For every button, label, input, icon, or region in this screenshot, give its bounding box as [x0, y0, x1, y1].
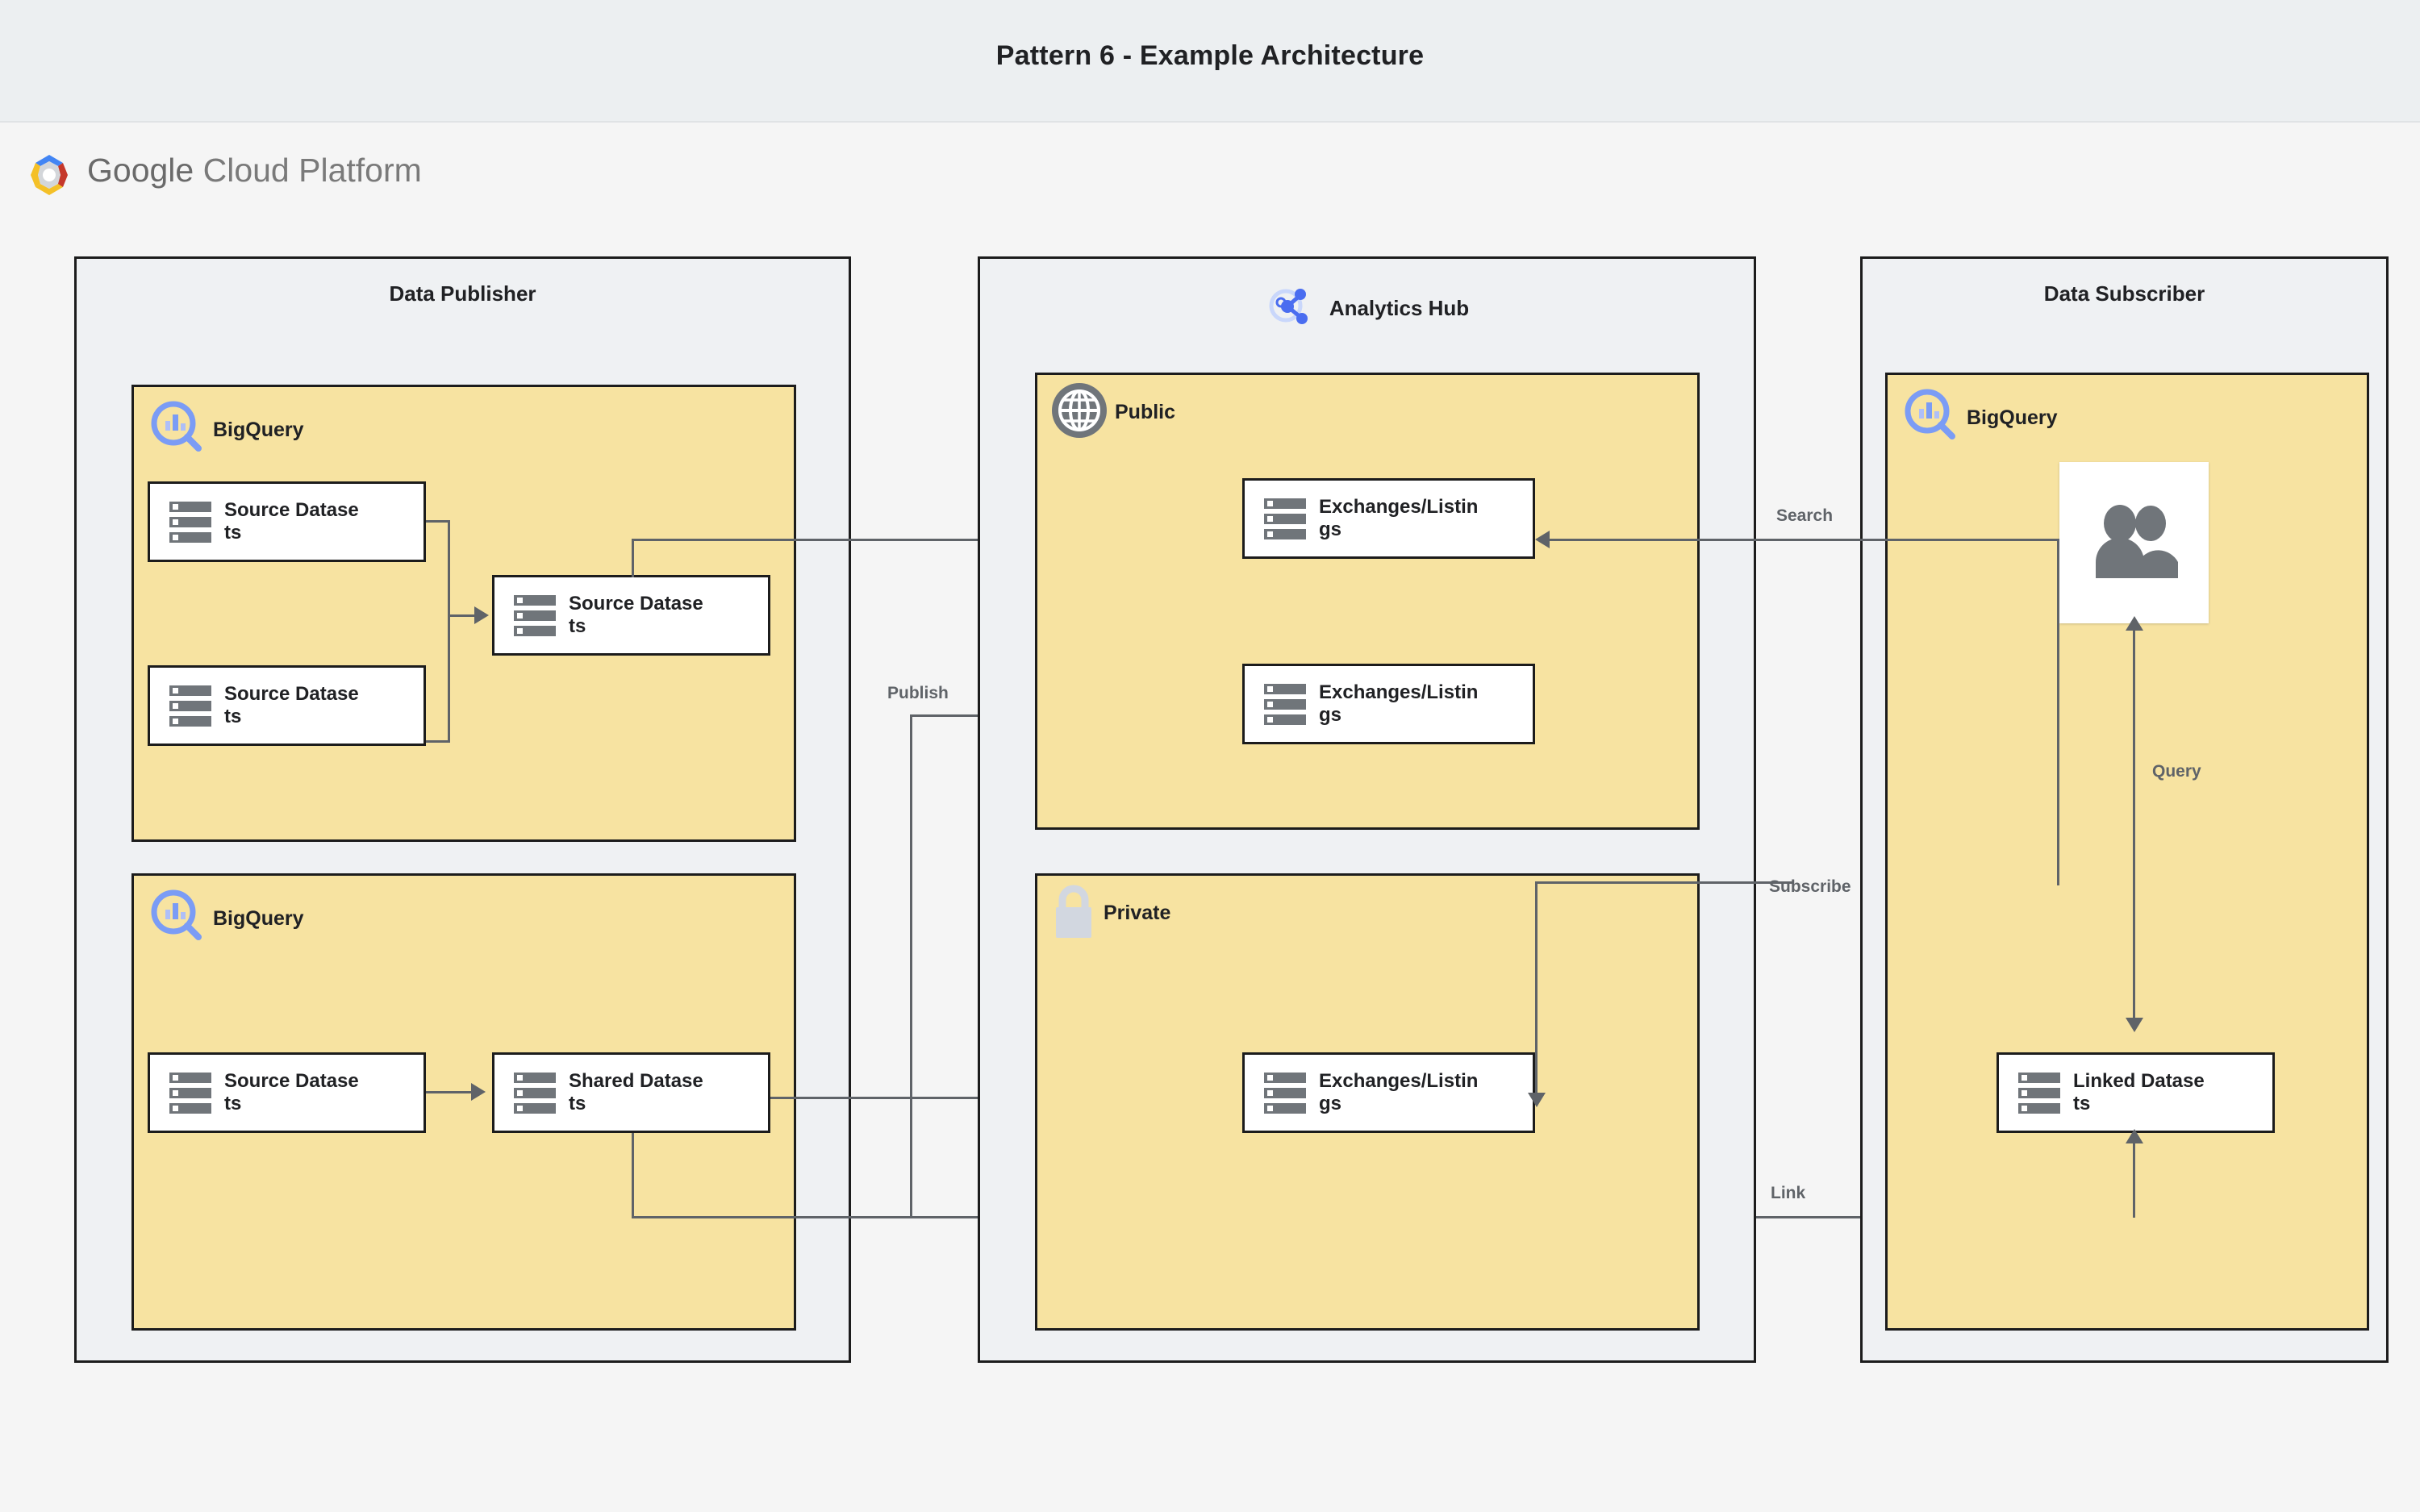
- globe-icon: [1049, 380, 1110, 445]
- node-private-listing-1[interactable]: Exchanges/Listings: [1242, 1052, 1535, 1133]
- panel-label-public: Public: [1115, 401, 1176, 423]
- gcp-logo: Google Cloud Platform: [23, 144, 474, 211]
- analytics-hub-share-icon: [1265, 281, 1315, 335]
- node-label: Source Datasets: [569, 593, 703, 637]
- node-label: Linked Datasets: [2073, 1070, 2205, 1114]
- dataset-icon: [169, 685, 211, 727]
- panel-label-bigquery: BigQuery: [213, 419, 304, 441]
- node-source-datasets-1[interactable]: Source Datasets: [148, 481, 426, 562]
- users-icon: [2086, 504, 2183, 582]
- edge-merge-vertical: [448, 520, 450, 742]
- edge-ds2-out: [426, 740, 450, 743]
- dataset-icon: [169, 501, 211, 543]
- panel-label-bigquery: BigQuery: [213, 907, 304, 930]
- node-source-datasets-2[interactable]: Source Datasets: [148, 665, 426, 746]
- node-label: Shared Datasets: [569, 1070, 703, 1114]
- group-title-label: Analytics Hub: [1329, 296, 1470, 320]
- dataset-icon: [2018, 1072, 2060, 1114]
- edge-query-vertical: [2133, 629, 2135, 1029]
- panel-header-public: Public: [1049, 380, 1175, 445]
- edge-subscribe-down: [1535, 881, 1538, 1101]
- edge-search-horizontal: [1549, 539, 2059, 541]
- arrowhead-link-up: [2126, 1129, 2143, 1143]
- gcp-hexagon-icon: [23, 148, 76, 206]
- edge-search-vertical: [2057, 539, 2059, 885]
- node-shared-datasets[interactable]: Shared Datasets: [492, 1052, 770, 1133]
- arrowhead-query-up: [2126, 616, 2143, 631]
- dataset-icon: [514, 1072, 556, 1114]
- node-public-listing-1[interactable]: Exchanges/Listings: [1242, 478, 1535, 559]
- panel-label-private: Private: [1104, 902, 1171, 924]
- edge-label-link: Link: [1771, 1184, 1806, 1202]
- page-title: Pattern 6 - Example Architecture: [995, 40, 1425, 71]
- edge-publish-vertical: [910, 714, 912, 1218]
- edge-subscribe-horizontal: [1535, 881, 1793, 884]
- edge-label-query: Query: [2152, 762, 2201, 781]
- arrowhead-to-ds3: [474, 606, 489, 624]
- gcp-logo-google: Google: [87, 152, 194, 189]
- panel-header-bigquery: BigQuery: [145, 397, 304, 464]
- panel-header-private: Private: [1049, 882, 1170, 944]
- edge-merge-to-ds3: [448, 614, 476, 617]
- edge-ds1-out: [426, 520, 450, 523]
- node-source-datasets-3[interactable]: Source Datasets: [492, 575, 770, 656]
- group-title-data-publisher: Data Publisher: [389, 281, 536, 306]
- panel-public-exchange: Public: [1035, 373, 1700, 830]
- node-label: Exchanges/Listings: [1319, 496, 1479, 540]
- edge-link-vertical: [2133, 1135, 2135, 1218]
- node-label: Exchanges/Listings: [1319, 1070, 1479, 1114]
- title-bar: Pattern 6 - Example Architecture: [0, 0, 2420, 123]
- arrowhead-private-listing-down: [1528, 1093, 1546, 1107]
- bigquery-icon: [145, 397, 208, 464]
- edge-label-search: Search: [1776, 506, 1834, 525]
- gcp-logo-cloud-platform: Cloud Platform: [194, 152, 422, 189]
- edge-ds3-to-public: [632, 539, 1245, 541]
- node-public-listing-2[interactable]: Exchanges/Listings: [1242, 664, 1535, 744]
- node-subscriber-users[interactable]: [2059, 462, 2209, 623]
- arrowhead-search: [1535, 531, 1550, 548]
- dataset-icon: [1264, 498, 1306, 539]
- node-label: Exchanges/Listings: [1319, 681, 1479, 726]
- dataset-icon: [1264, 1072, 1306, 1114]
- dataset-icon: [514, 594, 556, 636]
- arrowhead-query-down: [2126, 1018, 2143, 1032]
- node-label: Source Datasets: [224, 499, 359, 544]
- panel-label-bigquery: BigQuery: [1967, 406, 2058, 429]
- bigquery-icon: [1899, 385, 1962, 452]
- edge-shared-down: [632, 1133, 634, 1218]
- dataset-icon: [169, 1072, 211, 1114]
- edge-ds3-up: [632, 539, 634, 577]
- node-source-datasets-4[interactable]: Source Datasets: [148, 1052, 426, 1133]
- node-linked-datasets[interactable]: Linked Datasets: [1996, 1052, 2275, 1133]
- node-label: Source Datasets: [224, 683, 359, 727]
- gcp-logo-text: Google Cloud Platform: [87, 152, 422, 190]
- dataset-icon: [1264, 683, 1306, 725]
- edge-label-subscribe: Subscribe: [1769, 877, 1851, 896]
- edge-label-publish: Publish: [887, 684, 949, 702]
- panel-header-bigquery: BigQuery: [1899, 385, 2058, 452]
- arrowhead-to-shared-ds: [471, 1083, 486, 1101]
- node-label: Source Datasets: [224, 1070, 359, 1114]
- edge-ds4-to-shared: [426, 1091, 473, 1093]
- bigquery-icon: [145, 885, 208, 952]
- lock-icon: [1049, 882, 1099, 944]
- group-title-analytics-hub: Analytics Hub: [980, 281, 1754, 335]
- group-title-data-subscriber: Data Subscriber: [2043, 281, 2205, 306]
- panel-header-bigquery: BigQuery: [145, 885, 304, 952]
